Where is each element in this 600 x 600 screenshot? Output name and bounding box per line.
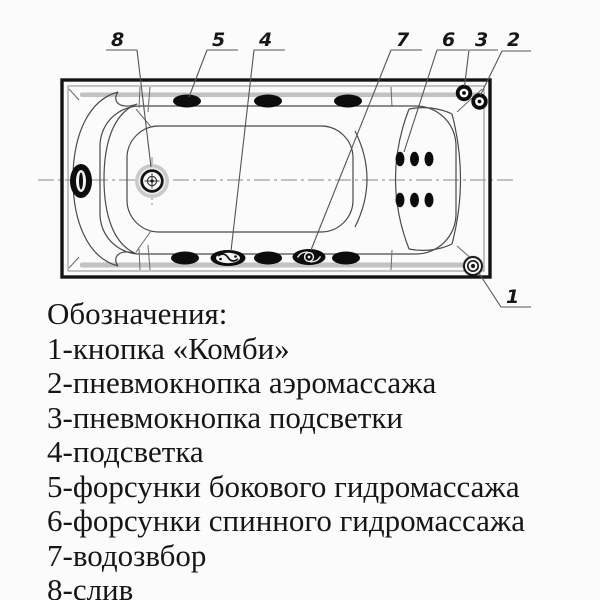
- callout-label: 2: [507, 29, 520, 51]
- side-jet-icon: [332, 251, 360, 265]
- side-jets-bottom: [171, 249, 360, 266]
- backrest-right: [354, 86, 483, 271]
- legend-item: 4-подсветка: [47, 434, 204, 469]
- combi-button-icon: [462, 255, 484, 277]
- callout-label: 4: [258, 29, 272, 51]
- callout-3: 3: [463, 29, 498, 87]
- side-jet-icon: [334, 94, 362, 108]
- side-jets-top: [173, 94, 362, 108]
- side-jet-icon: [254, 251, 282, 265]
- water-intake-icon: [292, 249, 326, 265]
- back-jets: [395, 151, 434, 208]
- callout-2: 2: [480, 29, 531, 96]
- floor-contour: [126, 125, 354, 233]
- air-massage-pneumo-button-icon: [471, 93, 488, 110]
- legend-item: 1-кнопка «Комби»: [47, 330, 290, 366]
- side-jet-icon: [173, 94, 201, 108]
- bathtub-top-view-diagram: 8 5 4 7 6 3 2 1: [38, 29, 531, 308]
- callout-5: 5: [188, 29, 238, 98]
- callout-label: 6: [442, 29, 455, 51]
- side-jet-icon: [171, 251, 199, 265]
- drain-icon: [135, 164, 169, 198]
- side-jet-icon: [254, 94, 282, 108]
- legend: Обозначения: 1-кнопка «Комби» 2-пневмокн…: [47, 296, 526, 600]
- underwater-light-icon: [210, 250, 246, 266]
- callout-1: 1: [478, 272, 531, 308]
- callout-label: 8: [111, 29, 124, 51]
- legend-item: 2-пневмокнопка аэромассажа: [47, 365, 437, 400]
- callout-label: 5: [212, 29, 225, 51]
- callout-label: 1: [506, 286, 519, 308]
- legend-item: 5-форсунки бокового гидромассажа: [47, 468, 520, 504]
- callout-label: 7: [396, 29, 410, 51]
- callout-6: 6: [403, 29, 468, 153]
- overflow-icon: [70, 164, 92, 198]
- light-pneumo-button-icon: [455, 84, 473, 102]
- legend-item: 8-слив: [47, 572, 134, 600]
- headrest-left: [68, 86, 152, 271]
- callout-label: 3: [475, 29, 488, 51]
- callout-4: 4: [230, 29, 285, 252]
- legend-item: 3-пневмокнопка подсветки: [47, 399, 403, 435]
- legend-title: Обозначения:: [47, 296, 228, 331]
- legend-item: 7-водозвбор: [47, 537, 207, 573]
- callout-7: 7: [310, 29, 422, 251]
- callout-8: 8: [106, 29, 152, 168]
- legend-item: 6-форсунки спинного гидромассажа: [47, 503, 526, 538]
